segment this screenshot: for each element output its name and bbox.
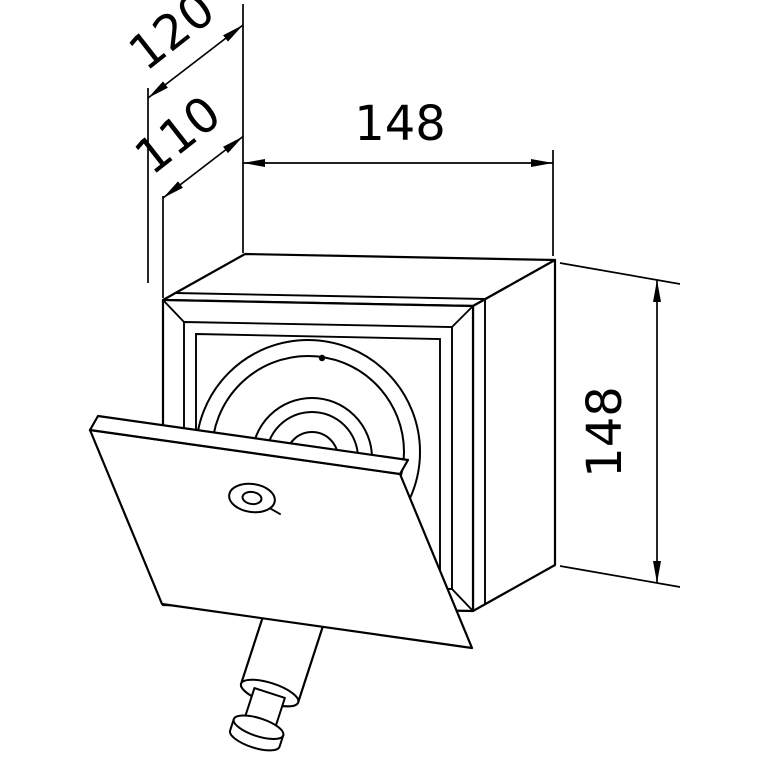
extension-line-height-top <box>559 262 681 285</box>
dim-label-depth-lower: 110 <box>125 85 232 186</box>
dimension-width-148: 148 <box>243 96 554 256</box>
door-panel <box>88 414 474 650</box>
box-top-rim-line <box>174 292 486 300</box>
dim-label-width: 148 <box>354 96 446 152</box>
dimension-120: 120 <box>119 0 244 99</box>
frame-bevel-br <box>451 588 474 612</box>
door-top-thickness <box>88 414 410 476</box>
lock-keyhole <box>241 490 263 506</box>
dim-label-height: 148 <box>577 386 633 478</box>
dimension-height-148: 148 <box>559 262 681 588</box>
dimension-110: 110 <box>125 85 244 199</box>
frame-bevel-tr <box>451 305 474 328</box>
door-lock <box>228 482 281 516</box>
dimension-120-arrow-upper <box>223 25 243 42</box>
dimension-110-arrow-upper <box>223 136 243 154</box>
lock-key-slot <box>269 507 281 516</box>
dimension-110-arrow-lower <box>163 181 183 198</box>
dimension-height-arrow-bottom <box>653 561 661 583</box>
dimension-120-arrow-lower <box>148 81 168 98</box>
extension-line-height-bottom <box>559 565 681 588</box>
dimension-width-arrow-right <box>531 159 553 167</box>
drum-pivot-dot <box>318 354 326 362</box>
dim-label-depth-upper: 120 <box>119 0 226 82</box>
dimension-height-arrow-top <box>653 280 661 302</box>
frame-bevel-tl <box>162 299 185 323</box>
dimension-width-arrow-left <box>243 159 265 167</box>
knob-cap-top <box>232 714 285 740</box>
